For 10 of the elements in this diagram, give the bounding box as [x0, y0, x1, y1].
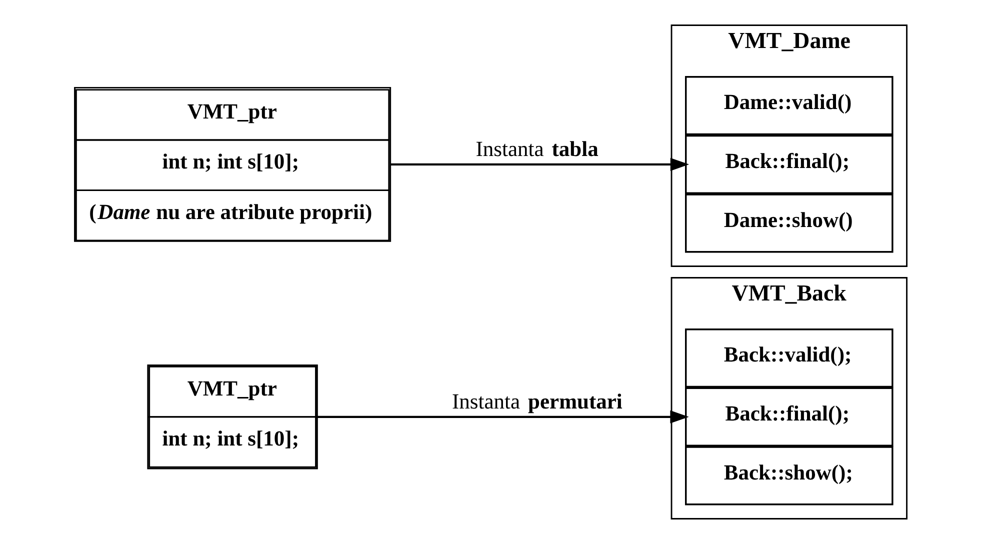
node-box: Dame::show(): [685, 194, 894, 253]
node-box: Back::final();: [685, 387, 894, 446]
node-box: Dame::valid(): [685, 76, 894, 136]
node-box: Back::valid();: [685, 328, 894, 388]
arrow: [317, 410, 689, 424]
edge-label: Instanta permutari: [452, 389, 622, 414]
edge-label: Instanta tabla: [476, 136, 598, 161]
node-box: Back::final();: [685, 134, 894, 194]
arrow: [390, 158, 690, 171]
node-box: Back::show();: [685, 446, 894, 506]
